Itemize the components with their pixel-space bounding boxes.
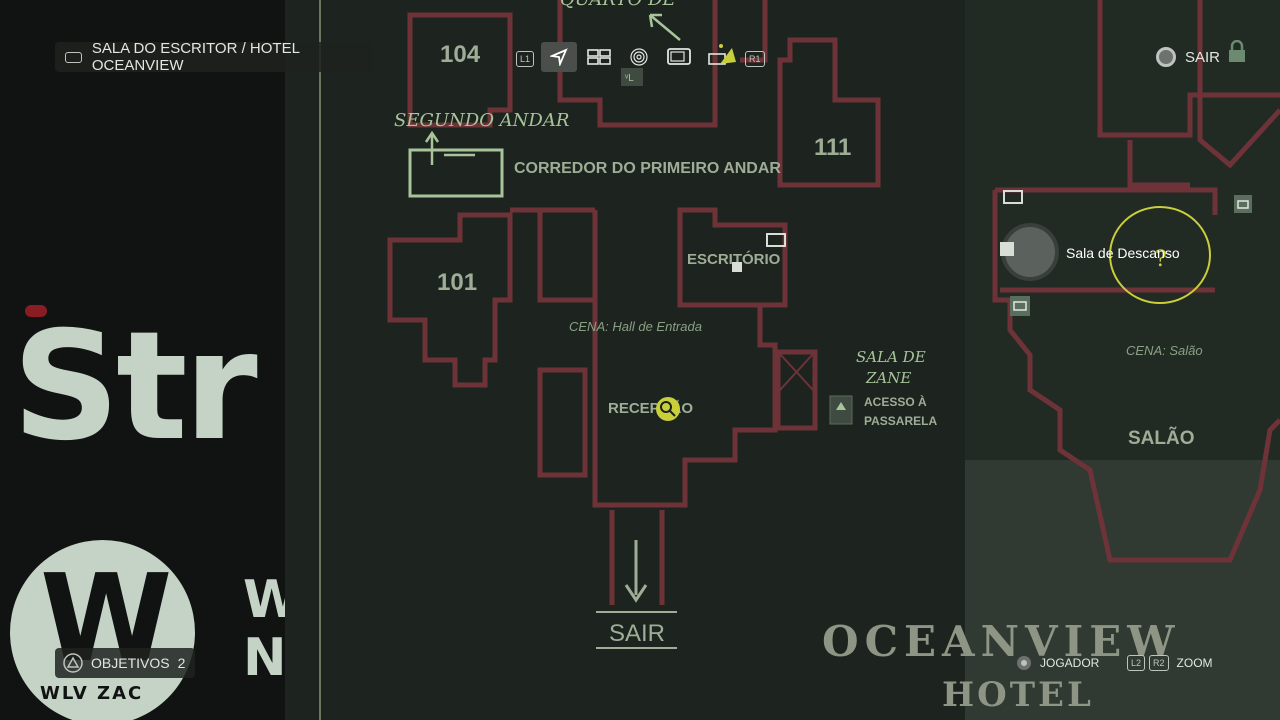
reception-walls bbox=[592, 302, 778, 508]
zoom-button[interactable]: L2 R2 ZOOM bbox=[1127, 652, 1213, 674]
poster-big-text: Str bbox=[12, 300, 258, 474]
lock-icon bbox=[1229, 40, 1245, 62]
case-marker-icon[interactable] bbox=[766, 233, 786, 247]
descanso-walls bbox=[995, 187, 1218, 215]
exit-button[interactable]: SAIR bbox=[1156, 44, 1220, 70]
circled-marker bbox=[1109, 206, 1211, 304]
coffee-icon[interactable] bbox=[732, 262, 742, 272]
l1-button[interactable]: L1 bbox=[516, 51, 535, 67]
right-stick-icon bbox=[1017, 656, 1031, 670]
fingerprint-icon bbox=[630, 48, 648, 66]
quarto-label: QUARTO DE bbox=[560, 0, 676, 10]
player-label: JOGADOR bbox=[1040, 656, 1100, 670]
case-board-icon bbox=[708, 44, 736, 65]
right-mid-walls bbox=[1127, 140, 1190, 188]
map-cursor[interactable] bbox=[1000, 223, 1059, 281]
case-marker-right-icon[interactable] bbox=[1003, 190, 1023, 204]
case-tool[interactable] bbox=[703, 42, 739, 72]
breadcrumb: SALA DO ESCRITOR / HOTEL OCEANVIEW bbox=[55, 40, 373, 74]
corridor-top-walls bbox=[740, 0, 768, 63]
right-top-room-walls bbox=[1097, 0, 1280, 138]
room-104-walls bbox=[407, 12, 513, 128]
sair-map-label: SAIR bbox=[609, 620, 665, 647]
right-corner-walls bbox=[1197, 0, 1280, 169]
scene-hall-label: CENA: Hall de Entrada bbox=[569, 319, 702, 334]
circled-question-mark: ? bbox=[1155, 247, 1167, 272]
exit-corridor-walls bbox=[609, 510, 665, 605]
acesso-line1: ACESSO À bbox=[864, 394, 927, 409]
top-map-icon[interactable]: ᵛL bbox=[621, 68, 643, 86]
escritorio-label: ESCRITÓRIO bbox=[687, 250, 781, 268]
room-top-center-walls bbox=[557, 0, 718, 128]
player-button[interactable]: JOGADOR bbox=[1016, 652, 1099, 674]
exit-label: SAIR bbox=[1185, 48, 1221, 66]
breadcrumb-text: SALA DO ESCRITOR / HOTEL OCEANVIEW bbox=[91, 40, 300, 74]
scene-salao-label: CENA: Salão bbox=[1126, 343, 1203, 358]
poster-logo-caption: WLV ZAC bbox=[40, 683, 144, 704]
save-point-icon-2[interactable] bbox=[1010, 296, 1030, 316]
pushpin bbox=[25, 305, 47, 317]
recepcao-label: RECEPÇÃO bbox=[608, 399, 693, 417]
acesso-line2: PASSARELA bbox=[864, 414, 937, 428]
objectives-label: OBJETIVOS bbox=[91, 655, 170, 671]
touchpad-icon bbox=[65, 51, 82, 63]
acesso-marker-icon[interactable] bbox=[829, 395, 853, 425]
triangle-button-icon bbox=[63, 653, 83, 673]
corredor-label: CORREDOR DO PRIMEIRO ANDAR bbox=[514, 160, 781, 177]
tv-tool[interactable] bbox=[661, 42, 697, 72]
brand-line1: OCEANVIEW bbox=[822, 617, 1180, 666]
quarto-arrow-icon bbox=[648, 13, 681, 41]
exit-arrow-icon bbox=[624, 540, 648, 603]
cards-icon bbox=[587, 49, 611, 65]
escritorio-walls bbox=[677, 207, 788, 308]
room-101-label: 101 bbox=[437, 269, 477, 296]
save-point-icon[interactable] bbox=[1234, 195, 1252, 213]
poster-side-line1: W bbox=[243, 570, 285, 630]
magnifier-icon[interactable] bbox=[656, 397, 680, 421]
circle-button-icon bbox=[1156, 47, 1176, 67]
room-104-label: 104 bbox=[440, 41, 481, 68]
navigate-icon bbox=[550, 48, 568, 66]
room-101-walls bbox=[387, 212, 513, 388]
cards-tool[interactable] bbox=[581, 42, 617, 72]
poster-side-line2: N bbox=[243, 628, 285, 688]
l2-button[interactable]: L2 bbox=[1127, 655, 1146, 671]
segundo-andar-label: SEGUNDO ANDAR bbox=[394, 110, 569, 131]
sala-de-zane-line1: SALA DE bbox=[856, 348, 926, 366]
salao-label: SALÃO bbox=[1128, 427, 1195, 449]
room-111-label: 111 bbox=[814, 134, 851, 161]
sala-de-zane-line2: ZANE bbox=[865, 369, 911, 387]
objectives-count: 2 bbox=[177, 655, 186, 671]
tv-icon bbox=[667, 48, 691, 65]
svg-text:ᵛL: ᵛL bbox=[624, 73, 634, 84]
cursor-tooltip: Sala de Descanso bbox=[1066, 245, 1180, 261]
brand-line2: HOTEL bbox=[942, 675, 1094, 715]
navigate-tool[interactable] bbox=[541, 42, 577, 72]
side-room-walls bbox=[537, 367, 588, 478]
objectives-button[interactable]: OBJETIVOS 2 bbox=[55, 648, 195, 678]
corridor-block-walls bbox=[537, 210, 598, 303]
segundo-andar-sketch bbox=[408, 130, 504, 198]
room-111-walls bbox=[777, 37, 881, 188]
passarela-walls bbox=[775, 349, 818, 431]
fingerprint-tool[interactable] bbox=[621, 42, 657, 72]
zoom-label: ZOOM bbox=[1176, 656, 1213, 670]
r1-button[interactable]: R1 bbox=[745, 51, 765, 67]
r2-button[interactable]: R2 bbox=[1149, 655, 1169, 671]
